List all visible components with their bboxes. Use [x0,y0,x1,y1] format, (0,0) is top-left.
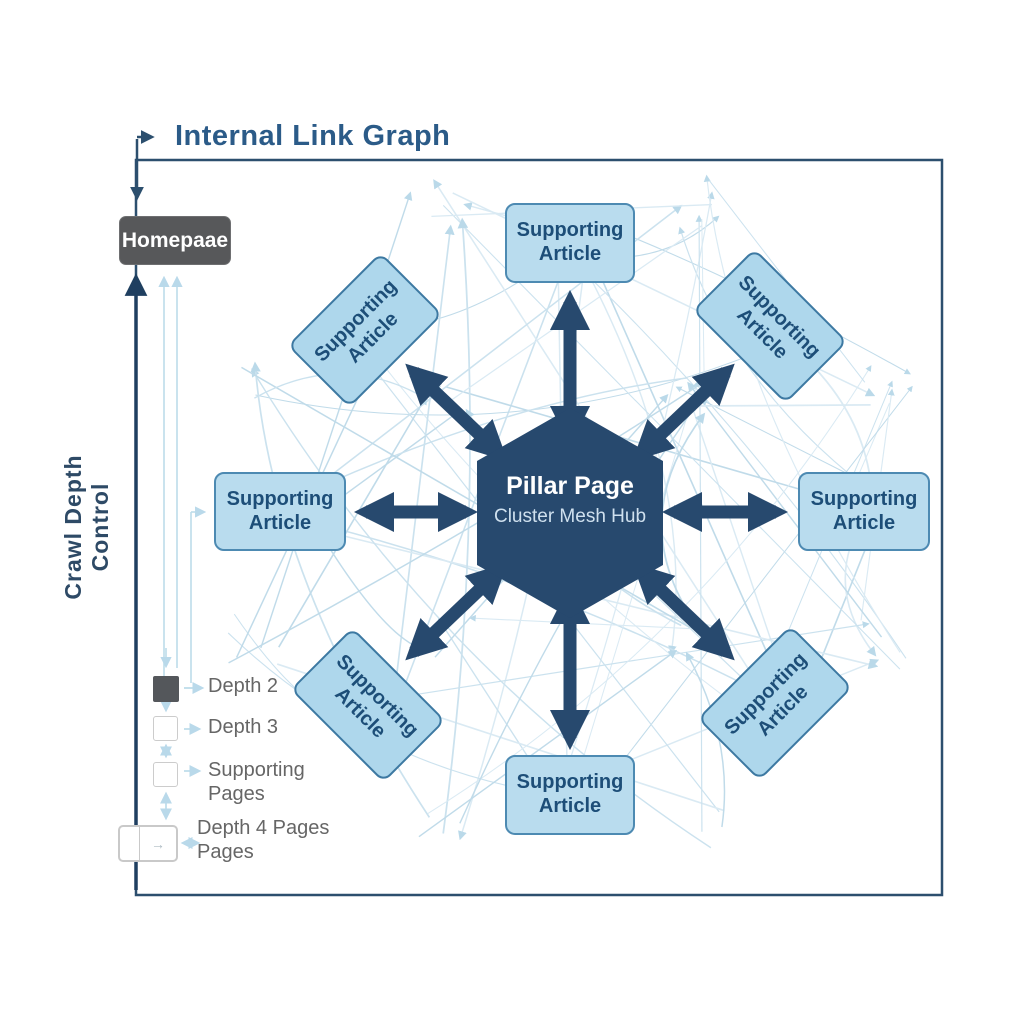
legend-swatch-depth3 [153,716,178,741]
mesh-link-line [469,614,692,630]
node-label: Supporting Article [516,771,624,817]
legend-label-depth3: Depth 3 [208,716,279,738]
homepage-label: Homepaae [121,228,229,252]
hub-link-arrows [353,289,789,751]
mesh-link-line [685,400,871,412]
homepage-node: Homepaae [119,216,231,265]
hub-subtitle: Cluster Mesh Hub [493,506,647,527]
legend-swatch-depth4: → [118,825,178,862]
mesh-link-line [575,385,913,823]
node-supporting-article-bottom: Supporting Article [505,755,635,835]
pillar-page-hexagon [477,408,663,618]
legend-swatch-cell [120,827,140,860]
node-supporting-article-right: Supporting Article [798,472,930,551]
node-supporting-article-top: Supporting Article [505,203,635,283]
node-label: Supporting Article [226,487,334,534]
legend-swatch-supporting-pages [153,762,178,787]
mesh-link-line [591,256,797,718]
mesh-link-line [278,394,428,648]
node-label: Supporting Article [516,219,624,265]
hub-arrow-top-left [405,363,508,462]
mesh-link-line [418,649,678,838]
mesh-link-line [703,174,901,653]
legend-label-depth4: Depth 4 Pages Pages [197,817,330,864]
page-title: Internal Link Graph [175,120,451,152]
crawl-depth-control-label: Crawl Depth Control [60,454,113,600]
hub-text: Pillar Page Cluster Mesh Hub [470,472,670,528]
hub-arrow-bottom-right [632,562,735,661]
mesh-link-line [442,217,471,834]
legend-swatch-arrow-icon: → [151,835,165,852]
legend-label-supporting-pages: Supporting Pages [208,759,305,806]
node-supporting-article-left: Supporting Article [214,472,346,551]
hub-title: Pillar Page [506,472,634,500]
legend-label-depth2: Depth 2 [208,675,279,697]
node-label: Supporting Article [810,487,918,534]
hub-arrow-bottom-left [405,562,508,661]
hub-arrow-top-right [632,363,735,462]
legend-swatch-depth2 [153,676,179,702]
